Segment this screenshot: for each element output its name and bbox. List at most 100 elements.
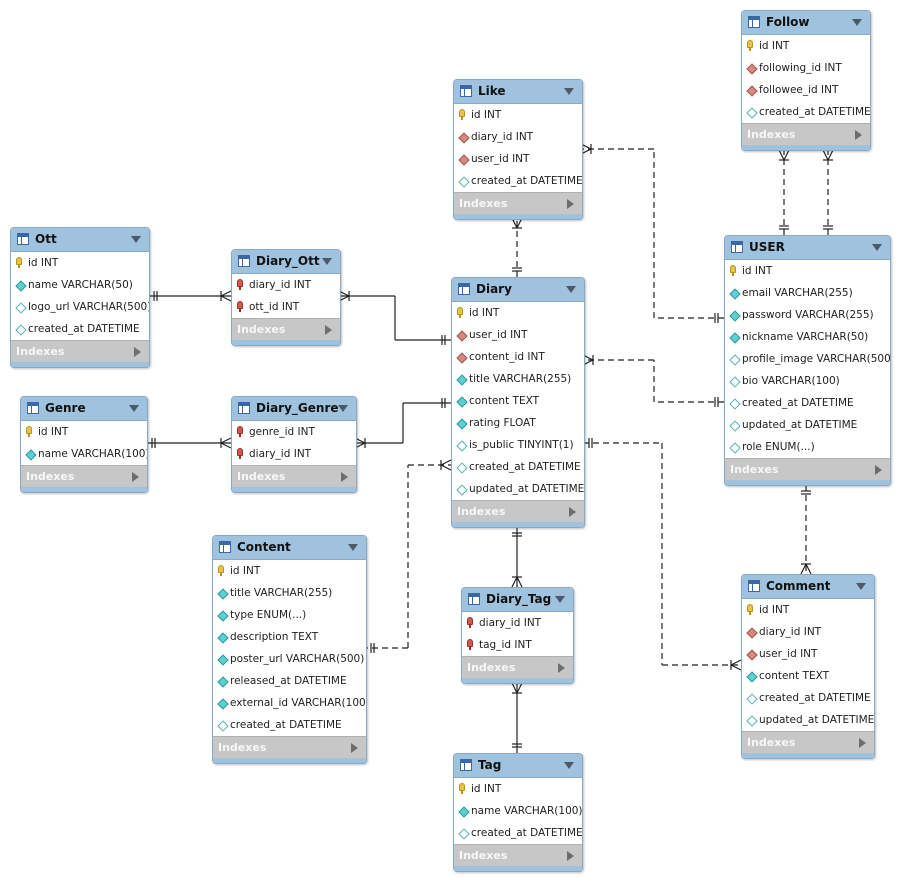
expand-arrow-icon[interactable] (567, 199, 574, 209)
column-row[interactable]: id INT (742, 35, 870, 57)
indexes-section[interactable]: Indexes (21, 465, 147, 487)
column-row[interactable]: ott_id INT (232, 296, 340, 318)
column-row[interactable]: is_public TINYINT(1) (452, 434, 584, 456)
table-header[interactable]: Like (454, 80, 582, 104)
column-row[interactable]: updated_at DATETIME (452, 478, 584, 500)
table-header[interactable]: Comment (742, 575, 874, 599)
indexes-section[interactable]: Indexes (462, 656, 573, 678)
column-row[interactable]: user_id INT (452, 324, 584, 346)
collapse-toggle-icon[interactable] (852, 19, 862, 26)
expand-arrow-icon[interactable] (567, 851, 574, 861)
expand-arrow-icon[interactable] (855, 130, 862, 140)
column-row[interactable]: updated_at DATETIME (742, 709, 874, 731)
expand-arrow-icon[interactable] (325, 325, 332, 335)
collapse-toggle-icon[interactable] (872, 244, 882, 251)
expand-arrow-icon[interactable] (132, 472, 139, 482)
column-row[interactable]: updated_at DATETIME (725, 414, 890, 436)
table-header[interactable]: Genre (21, 397, 147, 421)
expand-arrow-icon[interactable] (875, 465, 882, 475)
collapse-toggle-icon[interactable] (129, 405, 139, 412)
collapse-toggle-icon[interactable] (566, 286, 576, 293)
column-row[interactable]: diary_id INT (232, 274, 340, 296)
table-header[interactable]: Diary (452, 278, 584, 302)
column-row[interactable]: title VARCHAR(255) (213, 582, 366, 604)
table-header[interactable]: Diary_Genre (232, 397, 356, 421)
collapse-toggle-icon[interactable] (322, 258, 332, 265)
column-row[interactable]: followee_id INT (742, 79, 870, 101)
expand-arrow-icon[interactable] (134, 347, 141, 357)
collapse-toggle-icon[interactable] (555, 596, 565, 603)
column-row[interactable]: user_id INT (742, 643, 874, 665)
column-row[interactable]: nickname VARCHAR(50) (725, 326, 890, 348)
column-row[interactable]: id INT (213, 560, 366, 582)
indexes-section[interactable]: Indexes (452, 500, 584, 522)
column-row[interactable]: name VARCHAR(100) (21, 443, 147, 465)
column-row[interactable]: bio VARCHAR(100) (725, 370, 890, 392)
column-row[interactable]: title VARCHAR(255) (452, 368, 584, 390)
expand-arrow-icon[interactable] (569, 507, 576, 517)
expand-arrow-icon[interactable] (351, 743, 358, 753)
indexes-section[interactable]: Indexes (454, 192, 582, 214)
column-row[interactable]: id INT (452, 302, 584, 324)
indexes-section[interactable]: Indexes (232, 318, 340, 340)
column-row[interactable]: rating FLOAT (452, 412, 584, 434)
column-row[interactable]: type ENUM(...) (213, 604, 366, 626)
column-row[interactable]: created_at DATETIME (454, 170, 582, 192)
column-row[interactable]: genre_id INT (232, 421, 356, 443)
column-row[interactable]: content_id INT (452, 346, 584, 368)
column-row[interactable]: diary_id INT (454, 126, 582, 148)
column-row[interactable]: created_at DATETIME (11, 318, 149, 340)
column-row[interactable]: created_at DATETIME (454, 822, 582, 844)
column-row[interactable]: content TEXT (742, 665, 874, 687)
column-row[interactable]: id INT (454, 778, 582, 800)
column-row[interactable]: created_at DATETIME (742, 101, 870, 123)
table-header[interactable]: Content (213, 536, 366, 560)
column-row[interactable]: description TEXT (213, 626, 366, 648)
column-row[interactable]: logo_url VARCHAR(500) (11, 296, 149, 318)
column-row[interactable]: created_at DATETIME (452, 456, 584, 478)
column-row[interactable]: poster_url VARCHAR(500) (213, 648, 366, 670)
expand-arrow-icon[interactable] (558, 663, 565, 673)
column-row[interactable]: tag_id INT (462, 634, 573, 656)
column-row[interactable]: content TEXT (452, 390, 584, 412)
column-row[interactable]: name VARCHAR(50) (11, 274, 149, 296)
column-row[interactable]: created_at DATETIME (213, 714, 366, 736)
column-row[interactable]: id INT (21, 421, 147, 443)
column-row[interactable]: diary_id INT (462, 612, 573, 634)
collapse-toggle-icon[interactable] (856, 583, 866, 590)
column-row[interactable]: user_id INT (454, 148, 582, 170)
collapse-toggle-icon[interactable] (564, 88, 574, 95)
column-row[interactable]: created_at DATETIME (742, 687, 874, 709)
indexes-section[interactable]: Indexes (11, 340, 149, 362)
table-header[interactable]: Ott (11, 228, 149, 252)
table-header[interactable]: Diary_Tag (462, 588, 573, 612)
collapse-toggle-icon[interactable] (131, 236, 141, 243)
column-row[interactable]: diary_id INT (742, 621, 874, 643)
collapse-toggle-icon[interactable] (564, 762, 574, 769)
column-row[interactable]: email VARCHAR(255) (725, 282, 890, 304)
column-row[interactable]: released_at DATETIME (213, 670, 366, 692)
column-row[interactable]: id INT (742, 599, 874, 621)
collapse-toggle-icon[interactable] (338, 405, 348, 412)
table-header[interactable]: Follow (742, 11, 870, 35)
table-header[interactable]: USER (725, 236, 890, 260)
expand-arrow-icon[interactable] (341, 472, 348, 482)
column-row[interactable]: name VARCHAR(100) (454, 800, 582, 822)
indexes-section[interactable]: Indexes (213, 736, 366, 758)
indexes-section[interactable]: Indexes (454, 844, 582, 866)
column-row[interactable]: id INT (725, 260, 890, 282)
column-row[interactable]: id INT (11, 252, 149, 274)
column-row[interactable]: password VARCHAR(255) (725, 304, 890, 326)
column-row[interactable]: profile_image VARCHAR(500) (725, 348, 890, 370)
